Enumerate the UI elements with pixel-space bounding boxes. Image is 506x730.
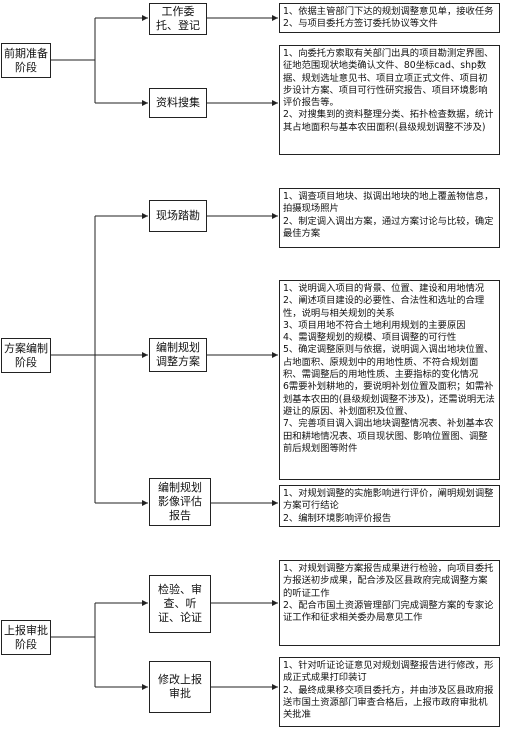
step-impact-report-box: 编制规划 影像评估 报告	[149, 478, 211, 526]
step-adjustment-plan-box: 编制规划 调整方案	[149, 338, 207, 372]
step-site-survey-box: 现场踏勘	[149, 200, 207, 232]
detail-site-survey: 1、调查项目地块、拟调出地块的地上覆盖物信息，拍摄现场照片 2、制定调入调出方案…	[279, 188, 500, 248]
detail-adjustment-plan: 1、说明调入项目的背景、位置、建设和用地情况 2、阐述项目建设的必要性、合法性和…	[279, 280, 500, 480]
stage-prep: 前期准备 阶段	[1, 43, 51, 78]
step-revise-submit-box: 修改上报 审批	[149, 661, 211, 713]
detail-revise-submit: 1、针对听证论证意见对规划调整报告进行修改，形成正式成果打印装订 2、最终成果移…	[279, 657, 500, 727]
step-commission-box: 工作委 托、登记	[149, 3, 207, 35]
detail-impact-report: 1、对规划调整的实施影响进行评价，阐明规划调整方案可行结论 2、编制环境影响评价…	[279, 485, 500, 527]
step-data-collection-box: 资料搜集	[149, 88, 207, 118]
detail-data-collection: 1、向委托方索取有关部门出具的项目勘测定界图、征地范围现状地类确认文件、80坐标…	[279, 45, 500, 155]
detail-review: 1、对规划调整方案报告成果进行检验，向项目委托方报送初步成果，配合涉及区县政府完…	[279, 560, 500, 646]
detail-commission: 1、依据主管部门下达的规划调整意见单，接收任务 2、与项目委托方签订委托协议等文…	[279, 3, 500, 33]
stage-approve: 上报审批 阶段	[1, 620, 51, 655]
step-review-box: 检验、审 查、听 证、论证	[149, 575, 211, 633]
stage-plan: 方案编制 阶段	[1, 338, 51, 373]
